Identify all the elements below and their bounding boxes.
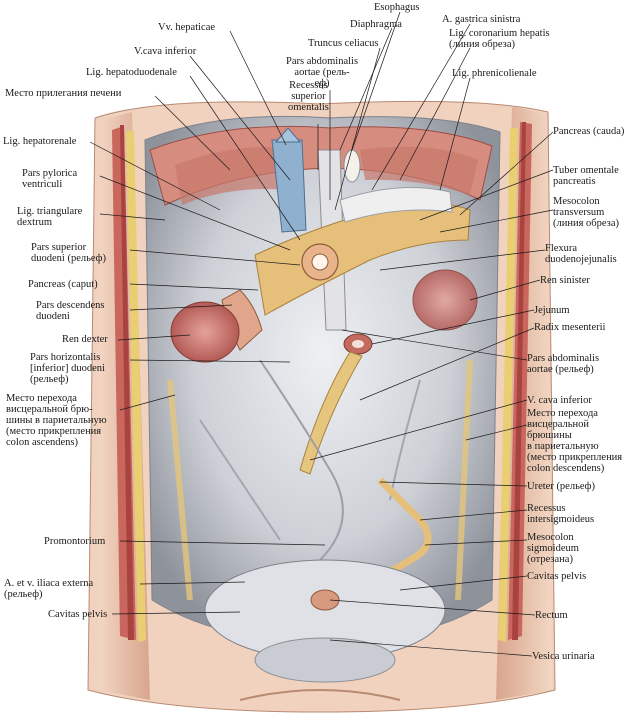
- leader-line-mesto-per-right: [465, 424, 528, 441]
- kidneys: [170, 269, 478, 363]
- label-pars-abdominalis-aortae-top: Pars abdominalis aortae (рель- еф): [286, 56, 359, 89]
- peritoneal-folds: [167, 359, 473, 601]
- leader-line-cavitas-right: [399, 575, 528, 591]
- label-pars-descendens: Pars descendens duodeni: [36, 300, 105, 322]
- leader-line-radix: [359, 327, 535, 401]
- leader-line-lig-phren: [439, 77, 471, 191]
- leader-line-pars-desc: [129, 304, 233, 311]
- label-lig-coronarium: Lig. coronarium hepatis (линия обреза): [449, 28, 550, 50]
- label-diaphragma: Diaphragma: [350, 19, 402, 30]
- pancreas-band: [254, 187, 471, 316]
- label-pancreas-cauda: Pancreas (cauda): [553, 126, 625, 137]
- label-a-v-iliaca: A. et v. iliaca externa (рельеф): [4, 578, 94, 600]
- label-pars-horizontalis: Pars horizontalis [inferior] duodeni (ре…: [30, 352, 105, 385]
- leader-line-ren-sin: [469, 279, 541, 301]
- right-wall-layers: [496, 106, 552, 700]
- label-mesocolon-transversum: Mesocolon transversum (линия обреза): [553, 196, 619, 229]
- leader-line-truncus: [334, 47, 381, 211]
- label-ureter: Ureter (рельеф): [527, 481, 595, 492]
- label-ren-sinister: Ren sinister: [540, 275, 590, 286]
- label-mesto-perehoda-left: Место перехода висцеральной брю- шины в …: [6, 393, 107, 448]
- label-tuber-omentale: Tuber omentale pancreatis: [553, 165, 619, 187]
- mesentery-root: [299, 333, 373, 475]
- leader-line-lig-coronarium: [399, 47, 471, 181]
- leader-line-ureter: [379, 481, 528, 487]
- leader-line-v-cava-right: [309, 399, 528, 461]
- leader-lines: [89, 11, 554, 657]
- leader-line-tuber-omentale: [419, 169, 554, 221]
- leader-line-lig-hepatoduod: [189, 75, 301, 241]
- left-wall-layers: [98, 112, 150, 700]
- label-vesica-urinaria: Vesica urinaria: [532, 651, 595, 662]
- label-mesto-perehoda-right: Место перехода висцеральной брюшины в па…: [527, 408, 623, 474]
- label-a-gastrica-sinistra: A. gastrica sinistra: [442, 14, 521, 25]
- label-cavitas-pelvis-left: Cavitas pelvis: [48, 609, 108, 620]
- leader-line-esophagus: [351, 11, 401, 151]
- label-recessus-intersigmoideus: Recessus intersigmoideus: [527, 503, 595, 525]
- label-v-cava-inferior-top: V.cava inferior: [134, 46, 197, 57]
- label-esophagus: Esophagus: [374, 2, 420, 13]
- leader-line-cavitas-left: [111, 611, 241, 615]
- leader-line-mesto-prilj: [154, 95, 231, 171]
- leader-line-flexura: [379, 249, 546, 271]
- label-mesto-priljeganija: Место прилегания печени: [5, 88, 122, 99]
- leader-line-pars-horiz: [129, 359, 291, 363]
- leader-line-ren-dext: [117, 334, 191, 341]
- label-flexura: Flexura duodenojejunalis: [545, 243, 617, 265]
- leader-line-rectum: [329, 599, 536, 616]
- leader-line-vv-hepaticae: [229, 30, 287, 146]
- leader-line-pancreas-cauda: [459, 131, 554, 216]
- leader-line-v-cava-top: [189, 55, 291, 181]
- label-pars-pylorica: Pars pylorica ventriculi: [22, 168, 78, 190]
- label-lig-hepatoduodenale: Lig. hepatoduodenale: [86, 67, 177, 78]
- label-mesocolon-sigmoideum: Mesocolon sigmoideum (отрезана): [527, 532, 579, 565]
- label-pars-abdominalis-aortae-right: Pars abdominalis aortae (рельеф): [527, 353, 600, 375]
- leader-line-mesocolon-trans: [439, 209, 554, 233]
- label-lig-hepatorenale: Lig. hepatorenale: [3, 136, 77, 147]
- leader-line-vesica: [329, 639, 533, 657]
- label-promontorium: Promontorium: [44, 536, 106, 547]
- label-rectum: Rectum: [535, 610, 568, 621]
- label-lig-triangulare: Lig. triangulare dextrum: [17, 206, 83, 228]
- leader-line-iliaca: [139, 581, 246, 585]
- label-vv-hepaticae: Vv. hepaticae: [158, 22, 216, 33]
- leader-line-a-gastrica: [371, 23, 471, 191]
- leader-line-mesocolon-sigm: [424, 539, 528, 546]
- leader-line-recess-inter: [419, 509, 528, 521]
- leader-line-lig-hepatoren: [89, 141, 221, 211]
- label-cavitas-pelvis-right: Cavitas pelvis: [527, 571, 587, 582]
- leader-line-pars-abd-right: [341, 329, 528, 361]
- label-jejunum: Jejunum: [534, 305, 570, 316]
- vena-cava: [271, 127, 307, 233]
- leader-line-promont: [119, 540, 326, 546]
- pelvic-cavity: [204, 559, 446, 701]
- leader-line-jejunum: [371, 309, 535, 345]
- label-truncus-celiacus: Truncus celiacus: [308, 38, 379, 49]
- label-recessus-superior: Recessus superior omentalis: [288, 80, 329, 113]
- label-pars-superior: Pars superior duodeni (рельеф): [31, 242, 106, 264]
- leader-line-mesto-per-left: [119, 394, 176, 411]
- label-ren-dexter: Ren dexter: [62, 334, 108, 345]
- leader-line-pancreas-caput: [129, 283, 259, 291]
- leader-line-lig-triang: [99, 213, 166, 221]
- leader-line-pars-pylorica: [99, 175, 291, 251]
- label-lig-phrenicolienale: Lig. phrenicolienale: [452, 68, 537, 79]
- leader-line-diaphragma: [339, 27, 393, 151]
- label-pancreas-caput: Pancreas (caput): [28, 279, 98, 290]
- label-v-cava-inferior-right: V. cava inferior: [527, 395, 592, 406]
- leader-line-pars-sup: [129, 249, 301, 266]
- label-radix-mesenterii: Radix mesenterii: [534, 322, 606, 333]
